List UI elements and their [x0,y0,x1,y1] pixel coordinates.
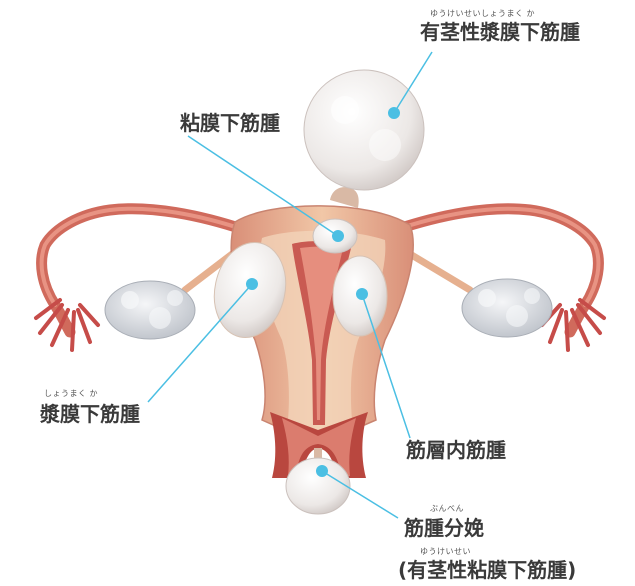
myoma-delivery-label: 筋腫分娩 [404,518,484,538]
pedunculated-subserosal-fibroid [304,70,424,208]
pedunculated-submucosal-label: (有茎性粘膜下筋腫) [398,560,576,580]
pedunculated-submucosal-ruby: ゆうけいせい [420,548,471,556]
subserosal-label: 漿膜下筋腫 [40,404,140,424]
pedunculated-subserosal-ruby: ゆうけいせいしょうまく か [430,10,535,18]
pedunculated-subserosal-label: 有茎性漿膜下筋腫 [420,22,580,42]
myoma-delivery-ruby: ぶんべん [430,505,464,513]
left-ovary [105,281,195,339]
subserosal-ruby: しょうまく か [44,390,98,398]
right-ovary [462,279,552,337]
submucosal-label: 粘膜下筋腫 [180,113,280,133]
intramural-label: 筋層内筋腫 [406,440,506,460]
